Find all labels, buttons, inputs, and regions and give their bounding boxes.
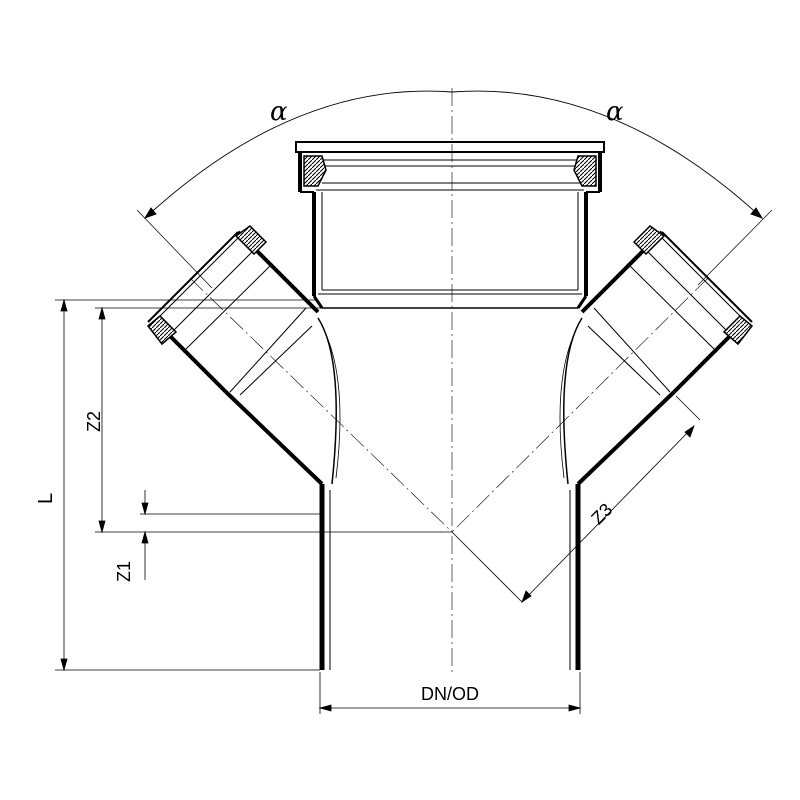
dimension-z2 [95,306,452,534]
dimension-label-z2: Z2 [84,411,104,432]
angle-extension-left [136,209,213,289]
dimension-l [55,298,320,672]
dimension-z3 [451,395,701,604]
right-gasket-top [632,225,666,256]
angle-label-left: α [270,97,288,127]
angle-arc-right [451,90,763,219]
angle-extension-right [697,209,773,286]
dimension-label-z1: Z1 [114,561,134,582]
dimension-z1 [140,490,320,580]
right-branch-axis [451,277,709,533]
main-pipe-body [295,141,605,670]
dimension-label-l: L [35,493,57,504]
left-branch [146,225,324,486]
angle-label-right: α [606,97,624,127]
angle-dimension [136,90,773,289]
top-gasket-left [303,155,327,187]
dimension-dn-od [318,672,582,714]
center-lines [189,88,709,672]
arrowhead-arc-right [750,207,764,219]
right-gasket-bottom [722,314,754,346]
top-gasket-right [573,155,597,187]
right-branch [576,225,754,486]
left-gasket-bottom [146,314,178,346]
left-gasket-top [234,225,268,256]
top-socket-rim [295,141,605,153]
arrowhead-arc-left [143,207,157,219]
left-branch-axis [189,277,453,533]
dimension-label-dn-od: DN/OD [421,684,479,704]
angle-arc-left [144,90,453,219]
dimension-label-z3: Z3 [587,499,616,528]
